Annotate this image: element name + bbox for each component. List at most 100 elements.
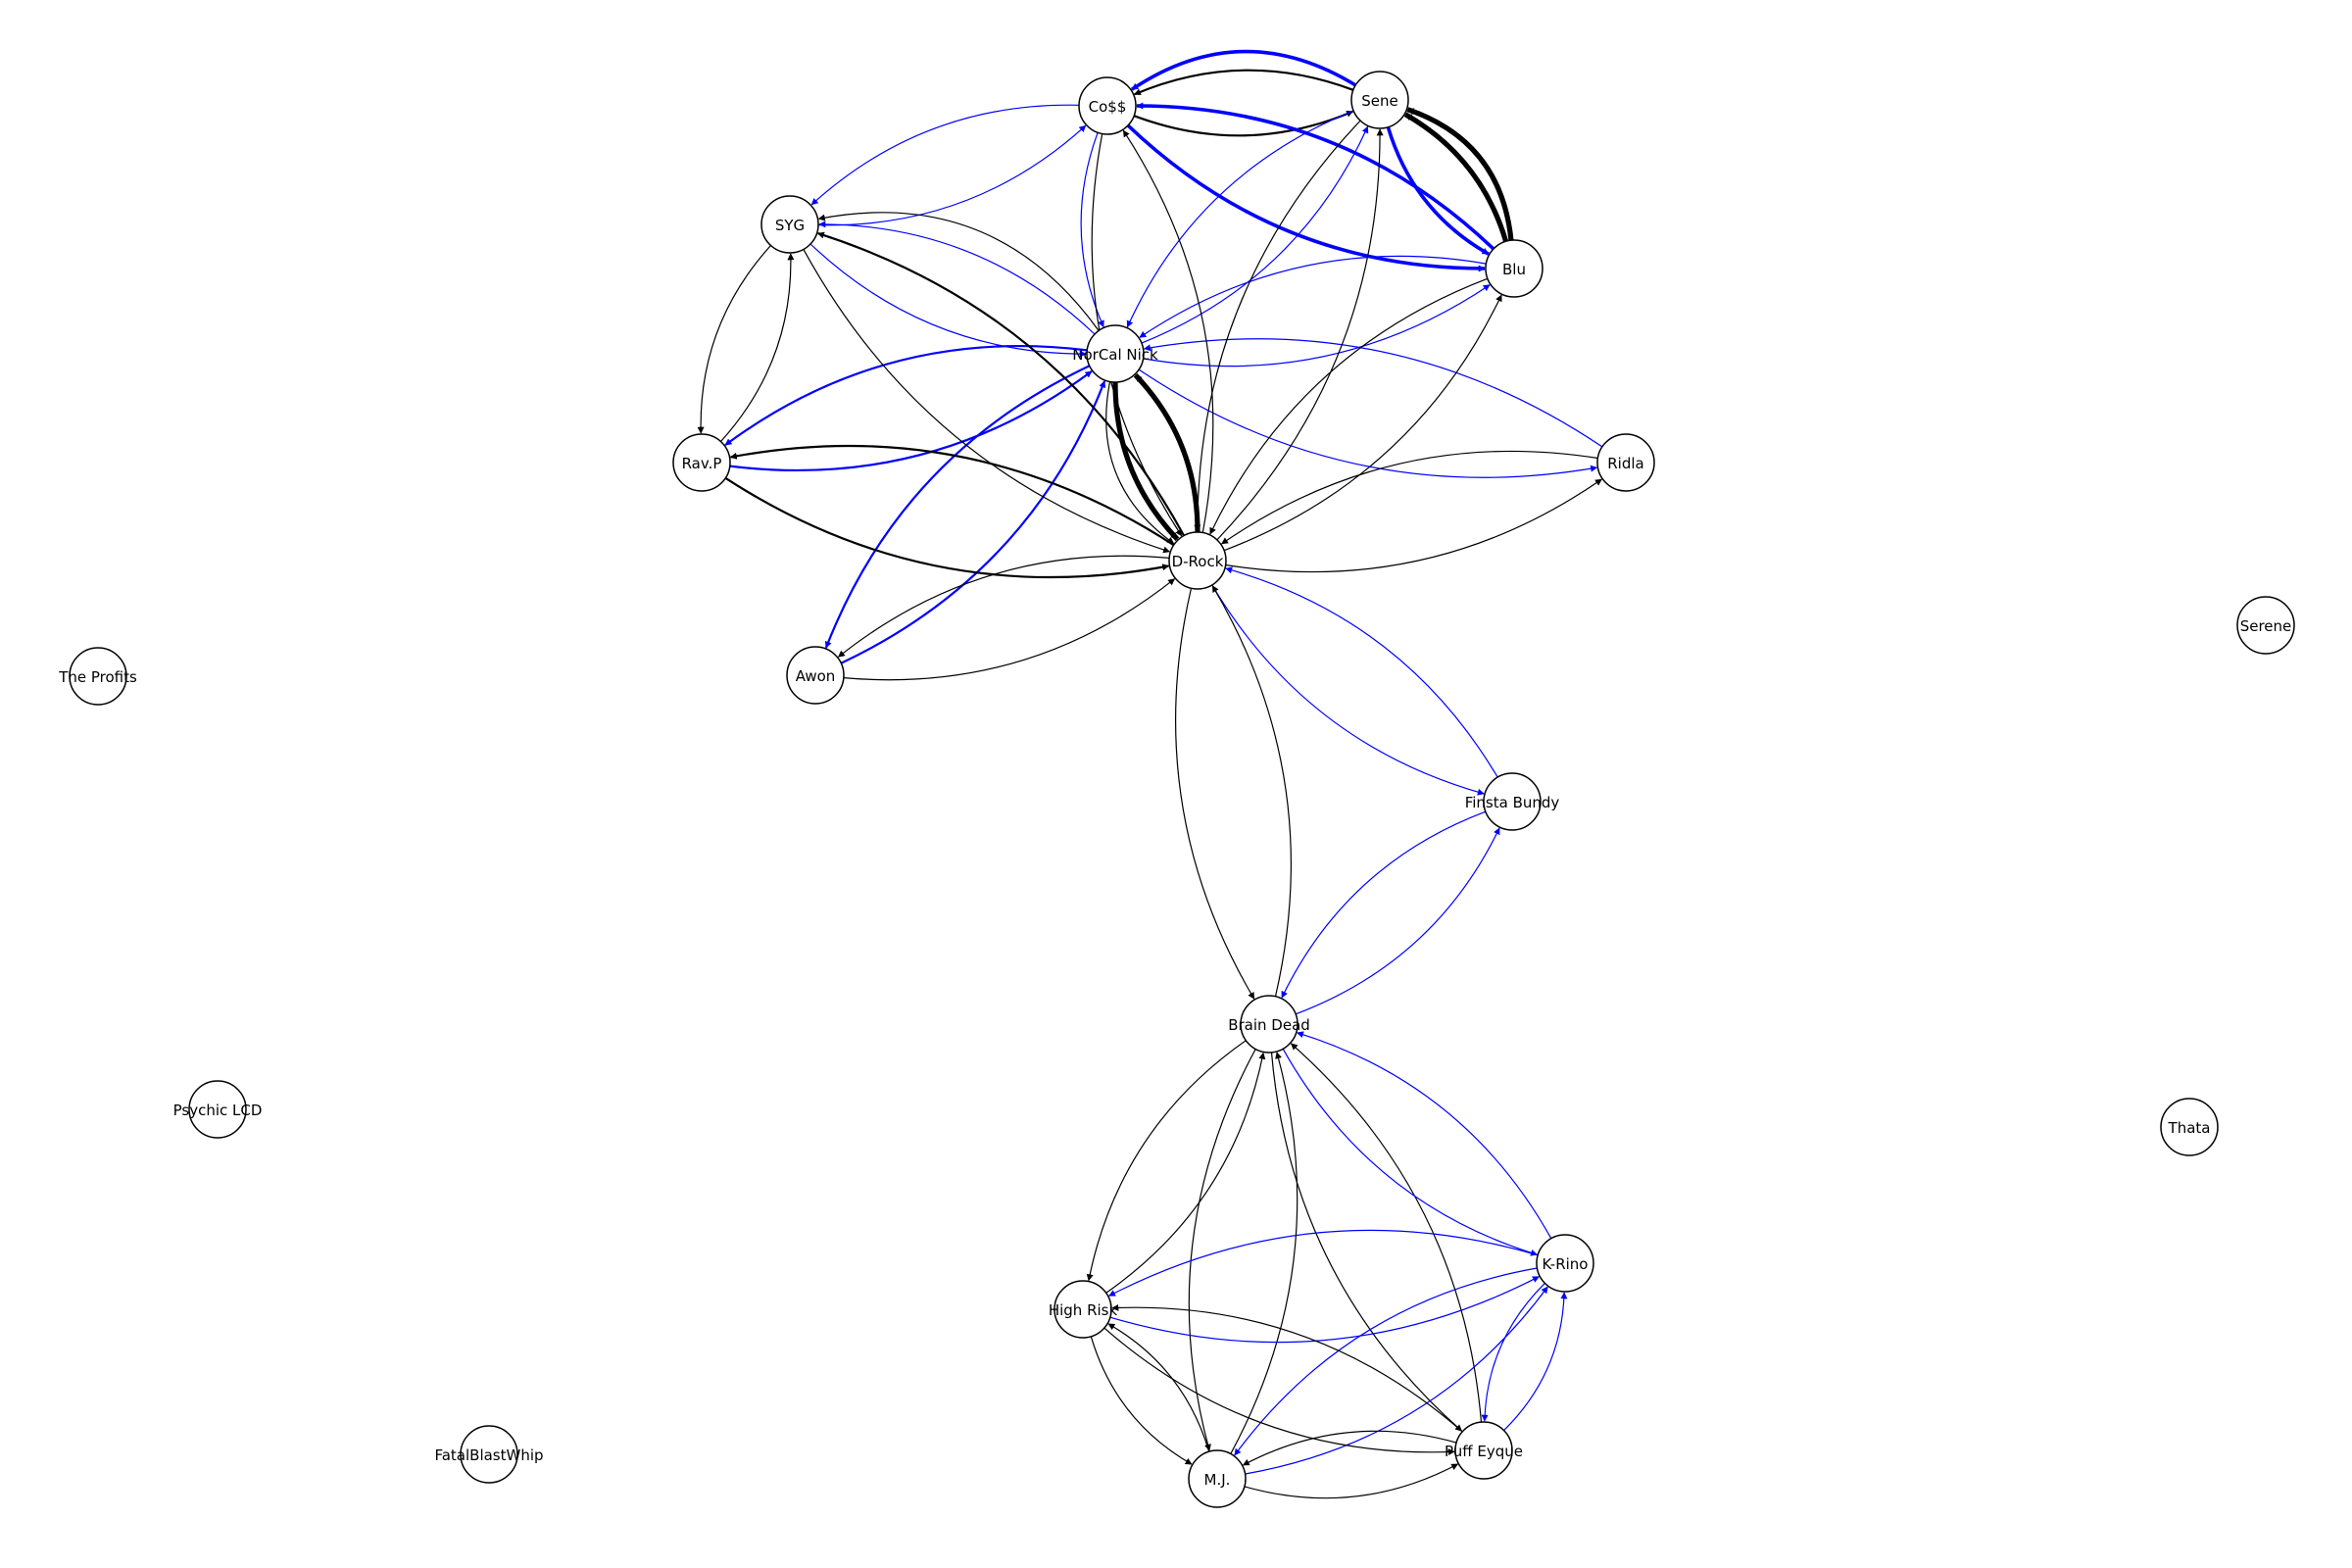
node-circle[interactable]: [188, 1080, 247, 1139]
node-circle[interactable]: [1054, 1280, 1112, 1339]
node-circle[interactable]: [1188, 1449, 1247, 1508]
edge-blu-to-sene: [1403, 112, 1509, 242]
node-circle[interactable]: [1168, 531, 1227, 590]
node-circle[interactable]: [1240, 995, 1298, 1054]
node-label: D-Rock: [1172, 553, 1224, 570]
edge-puff-to-braindead: [1290, 1043, 1483, 1423]
node-thata[interactable]: Thata: [2160, 1098, 2219, 1156]
node-circle[interactable]: [760, 195, 819, 254]
node-label: Ridla: [1607, 455, 1643, 472]
edge-braindead-to-mj: [1188, 1049, 1256, 1451]
edge-syg-to-coss: [817, 124, 1087, 226]
node-circle[interactable]: [460, 1425, 518, 1484]
edge-blu-to-sene: [1406, 107, 1514, 241]
edge-awon-to-norcal: [840, 380, 1106, 664]
node-circle[interactable]: [1485, 239, 1544, 298]
node-label: Rav.P: [682, 455, 722, 472]
node-label: Thata: [2168, 1119, 2211, 1137]
node-profits[interactable]: The Profits: [58, 647, 137, 706]
edge-krino-to-mj: [1234, 1267, 1538, 1456]
edge-coss-to-blu: [1126, 123, 1486, 272]
node-mj[interactable]: M.J.: [1188, 1449, 1247, 1508]
node-circle[interactable]: [1078, 76, 1137, 135]
node-circle[interactable]: [1454, 1421, 1513, 1480]
edges-layer: [697, 49, 1603, 1499]
edge-norcal-to-syg: [818, 220, 1096, 335]
node-circle[interactable]: [786, 646, 845, 705]
node-ravp[interactable]: Rav.P: [672, 433, 731, 492]
edge-norcal-to-sene: [1141, 125, 1369, 344]
edge-norcal-to-ridla: [1138, 368, 1598, 478]
node-awon[interactable]: Awon: [786, 646, 845, 705]
node-label: M.J.: [1204, 1471, 1231, 1489]
node-label: SYG: [775, 217, 805, 234]
node-puff[interactable]: Puff Eyque: [1445, 1421, 1523, 1480]
edge-finsta-to-braindead: [1281, 810, 1487, 999]
node-psychic[interactable]: Psychic LCD: [173, 1080, 263, 1139]
edge-highrisk-to-krino: [1109, 1276, 1540, 1344]
edge-finsta-to-drock: [1225, 566, 1498, 778]
node-label: NorCal Nick: [1072, 346, 1158, 364]
edge-highrisk-to-braindead: [1105, 1052, 1266, 1294]
node-serene[interactable]: Serene: [2236, 596, 2295, 655]
edge-syg-to-drock: [803, 249, 1171, 554]
edge-highrisk-to-puff: [1103, 1327, 1455, 1456]
node-braindead[interactable]: Brain Dead: [1228, 995, 1310, 1054]
node-label: FatalBlastWhip: [434, 1446, 543, 1464]
edge-puff-to-mj: [1242, 1430, 1457, 1466]
node-label: Puff Eyque: [1445, 1443, 1523, 1460]
edge-drock-to-syg: [816, 231, 1186, 537]
node-circle[interactable]: [2160, 1098, 2219, 1156]
node-label: Awon: [796, 667, 836, 685]
edge-coss-to-norcal: [1080, 132, 1104, 328]
node-fatal[interactable]: FatalBlastWhip: [434, 1425, 544, 1484]
edge-blu-to-coss: [1136, 102, 1495, 251]
node-circle[interactable]: [672, 433, 731, 492]
edge-mj-to-braindead: [1230, 1052, 1298, 1454]
node-circle[interactable]: [1350, 71, 1409, 129]
edge-ravp-to-norcal: [729, 370, 1093, 471]
node-syg[interactable]: SYG: [760, 195, 819, 254]
edge-awon-to-drock: [843, 578, 1176, 681]
edge-norcal-to-drock: [1112, 381, 1180, 541]
edge-norcal-to-syg: [817, 212, 1100, 331]
node-norcal[interactable]: NorCal Nick: [1072, 324, 1158, 383]
edge-mj-to-highrisk: [1107, 1323, 1210, 1452]
edge-norcal-to-blu: [1143, 284, 1491, 368]
node-label: Blu: [1502, 261, 1526, 278]
edge-norcal-to-awon: [824, 365, 1091, 649]
edge-braindead-to-puff: [1270, 1052, 1463, 1432]
node-label: Psychic LCD: [173, 1102, 263, 1119]
edge-drock-to-braindead: [1175, 588, 1255, 1000]
edge-braindead-to-highrisk: [1086, 1040, 1247, 1282]
node-krino[interactable]: K-Rino: [1536, 1234, 1594, 1293]
node-circle[interactable]: [1483, 772, 1542, 831]
node-highrisk[interactable]: High Risk: [1049, 1280, 1118, 1339]
node-circle[interactable]: [69, 647, 127, 706]
edge-drock-to-finsta: [1211, 584, 1485, 796]
node-circle[interactable]: [1596, 433, 1655, 492]
node-label: Finsta Bundy: [1465, 794, 1560, 811]
edge-drock-to-blu: [1223, 294, 1502, 552]
edge-coss-to-syg: [810, 104, 1080, 206]
edge-blu-to-norcal: [1139, 255, 1487, 338]
node-coss[interactable]: Co$$: [1078, 76, 1137, 135]
node-circle[interactable]: [2236, 596, 2295, 655]
edge-braindead-to-drock: [1211, 585, 1292, 997]
node-finsta[interactable]: Finsta Bundy: [1465, 772, 1560, 831]
node-drock[interactable]: D-Rock: [1168, 531, 1227, 590]
node-circle[interactable]: [1086, 324, 1145, 383]
edge-sene-to-coss: [1130, 49, 1357, 91]
node-sene[interactable]: Sene: [1350, 71, 1409, 129]
node-label: Sene: [1361, 92, 1398, 110]
edge-krino-to-puff: [1481, 1282, 1545, 1422]
node-ridla[interactable]: Ridla: [1596, 433, 1655, 492]
edge-sene-to-coss: [1133, 69, 1354, 96]
node-blu[interactable]: Blu: [1485, 239, 1544, 298]
edge-drock-to-ridla: [1225, 478, 1602, 573]
node-circle[interactable]: [1536, 1234, 1594, 1293]
edge-braindead-to-finsta: [1295, 827, 1500, 1015]
edge-ravp-to-drock: [724, 476, 1170, 579]
